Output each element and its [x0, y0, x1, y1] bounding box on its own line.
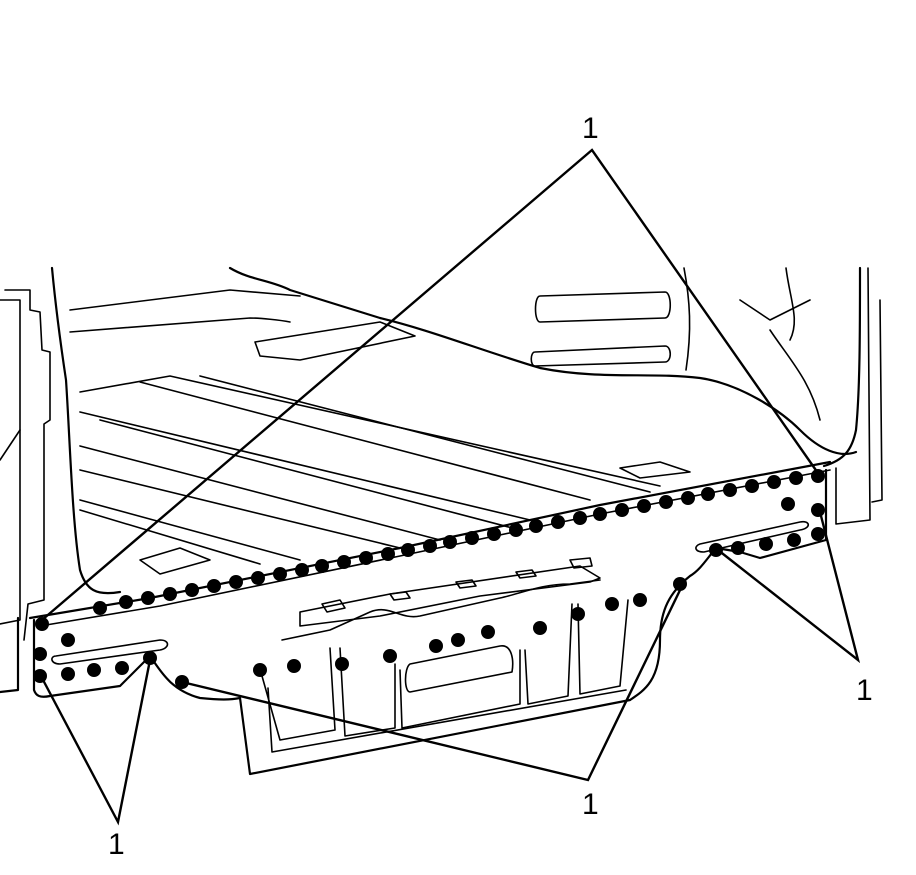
rear-edge	[28, 460, 832, 620]
callout-label-top: 1	[582, 112, 599, 145]
center-rear-panel	[238, 557, 632, 776]
floor-rim	[69, 266, 858, 456]
left-lower-flange	[32, 618, 242, 701]
right-side-panel	[530, 266, 883, 525]
spot-weld-points	[33, 469, 825, 689]
floor-ribs	[79, 375, 691, 575]
callout-leaders	[40, 148, 861, 826]
callout-label-bottom-center: 1	[582, 788, 599, 821]
right-lower-flange	[628, 468, 828, 702]
callout-label-right: 1	[856, 674, 873, 707]
callout-label-bottom-left: 1	[108, 828, 125, 861]
left-side-panel	[0, 266, 122, 694]
